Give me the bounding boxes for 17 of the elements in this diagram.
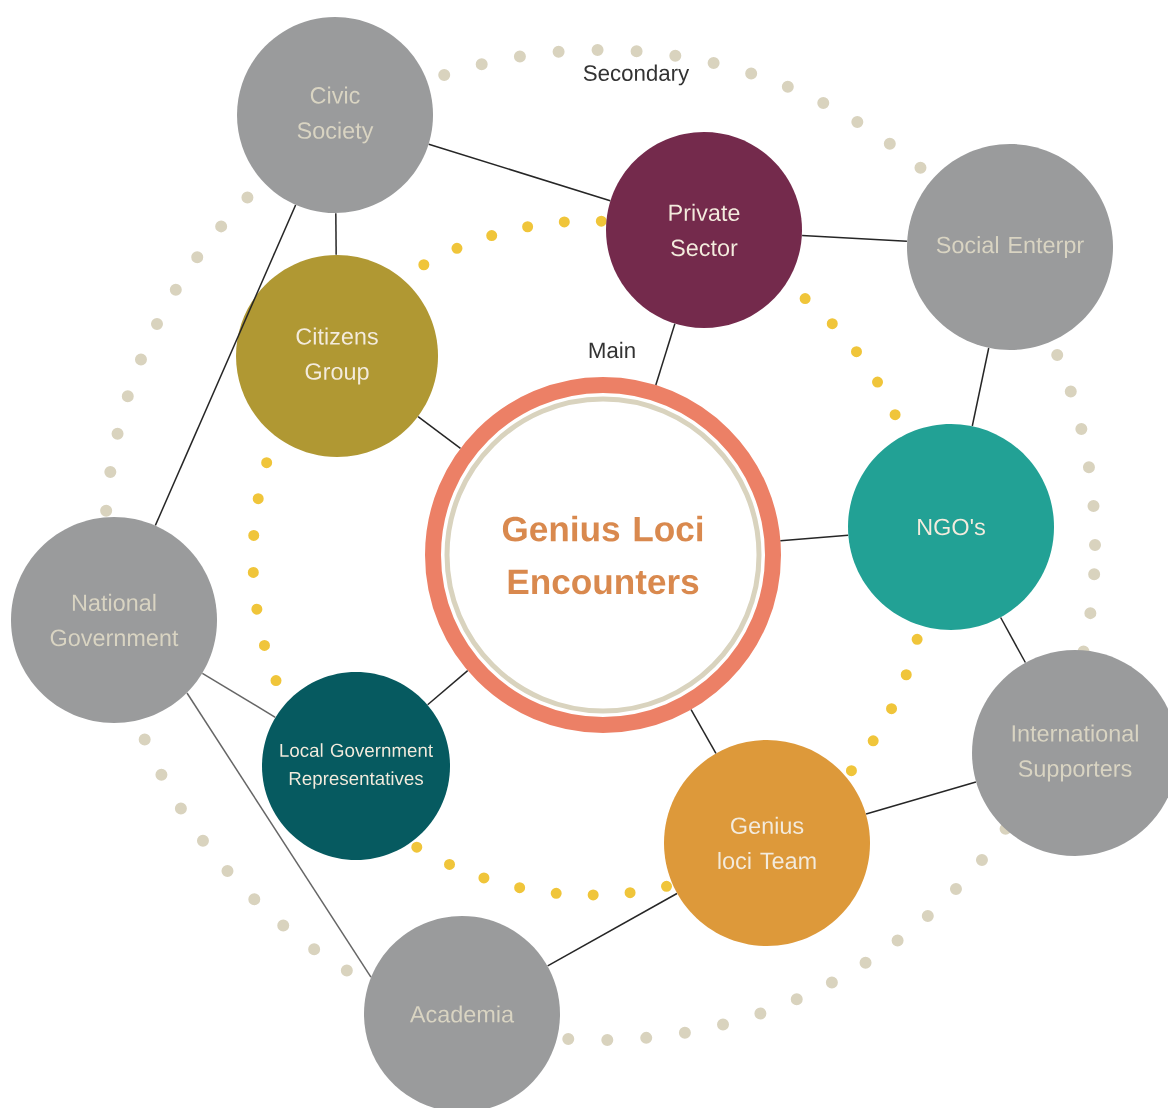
- connector-line: [801, 234, 908, 242]
- connector-line: [779, 534, 849, 542]
- connector-line: [690, 708, 717, 755]
- connector-line: [971, 347, 990, 427]
- connector-line: [186, 692, 372, 978]
- connector-line: [865, 781, 977, 815]
- ring-label: Main: [589, 341, 635, 359]
- connector-line: [426, 669, 469, 706]
- connector-line: [201, 672, 277, 719]
- connector-line: [417, 415, 462, 450]
- connector-line: [428, 143, 611, 202]
- connector-line: [655, 323, 676, 386]
- connector-line: [154, 204, 297, 527]
- connector-line: [999, 616, 1027, 664]
- connector-line: [546, 892, 678, 967]
- connector-line: [335, 212, 337, 256]
- ring-label: Secondary: [583, 64, 690, 86]
